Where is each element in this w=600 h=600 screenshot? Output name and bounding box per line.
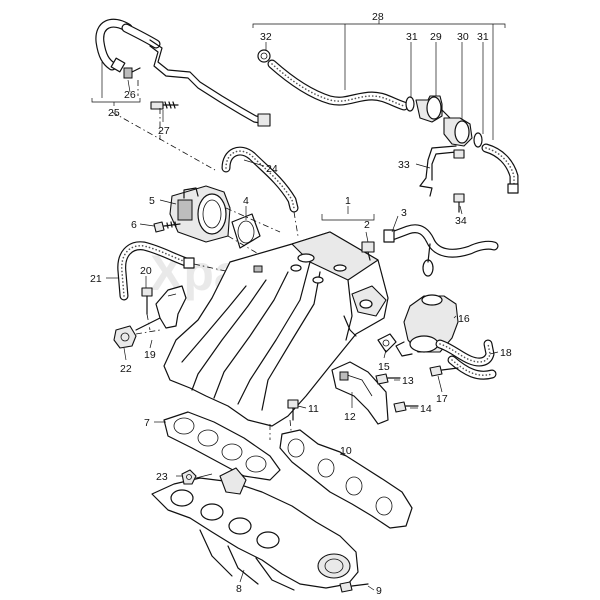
callout-3: 3 — [401, 207, 407, 219]
callout-25: 25 — [108, 107, 120, 119]
callout-29: 29 — [430, 31, 442, 43]
callout-17: 17 — [436, 393, 448, 405]
callout-15: 15 — [378, 361, 390, 373]
hose-24 — [221, 146, 299, 213]
callout-28: 28 — [372, 11, 384, 23]
callout-18: 18 — [500, 347, 512, 359]
bracket-12 — [331, 361, 389, 425]
bracket-19 — [155, 285, 187, 329]
valve-30 — [443, 117, 473, 147]
clamp-31 — [405, 96, 483, 148]
valve-29 — [415, 95, 443, 123]
pipe-18 — [435, 339, 497, 380]
callout-10: 10 — [340, 445, 352, 457]
gasket-15 — [377, 333, 397, 353]
leader-lines — [91, 20, 506, 591]
bolt-27 — [150, 101, 179, 110]
callout-13: 13 — [402, 375, 414, 387]
callout-7: 7 — [144, 417, 150, 429]
egr-valve-16 — [395, 294, 459, 357]
hose-28 — [267, 59, 519, 194]
callout-4: 4 — [243, 195, 249, 207]
throttle-body-5 — [169, 185, 231, 243]
callout-31-right: 31 — [477, 31, 489, 43]
bracket-26 — [123, 39, 271, 127]
bolt-6 — [153, 221, 181, 233]
callout-1: 1 — [345, 195, 351, 207]
bolt-17 — [429, 365, 459, 377]
clip-22 — [113, 325, 137, 349]
callout-11: 11 — [308, 403, 319, 415]
callout-23: 23 — [156, 471, 168, 483]
nut-23 — [181, 469, 197, 485]
callout-26: 26 — [124, 89, 136, 101]
callout-5: 5 — [149, 195, 155, 207]
callout-34: 34 — [455, 215, 467, 227]
callout-30: 30 — [457, 31, 469, 43]
callout-24: 24 — [266, 163, 278, 175]
bolt-11 — [287, 399, 299, 421]
callout-32: 32 — [260, 31, 272, 43]
exhaust-manifold-8 — [151, 467, 359, 591]
hose-21 — [117, 241, 195, 301]
bolt-14 — [393, 401, 419, 413]
callout-19: 19 — [144, 349, 156, 361]
callout-21: 21 — [90, 273, 102, 285]
callout-6: 6 — [131, 219, 137, 231]
clamp-32 — [257, 49, 271, 63]
callout-22: 22 — [120, 363, 132, 375]
callout-20: 20 — [140, 265, 152, 277]
callout-14: 14 — [420, 403, 432, 415]
gasket-7 — [163, 411, 281, 481]
callout-9: 9 — [376, 585, 382, 597]
bolt-20 — [141, 287, 153, 315]
pipe-3 — [383, 224, 499, 277]
callout-12: 12 — [344, 411, 356, 423]
callout-2: 2 — [364, 219, 370, 231]
callout-8: 8 — [236, 583, 242, 595]
callout-33: 33 — [398, 159, 410, 171]
callout-31-left: 31 — [406, 31, 418, 43]
bracket-33 — [419, 145, 465, 197]
intake-manifold-1 — [163, 231, 389, 427]
callout-16: 16 — [458, 313, 470, 325]
gasket-10 — [279, 429, 413, 529]
callout-27: 27 — [158, 125, 170, 137]
gasket-4 — [231, 213, 261, 249]
hose-25 — [95, 18, 161, 73]
bolt-9 — [339, 581, 369, 593]
callout-labels: 28 32 31 29 30 31 26 25 27 24 33 34 5 6 … — [90, 11, 512, 597]
bolt-34 — [453, 193, 465, 213]
bolt-13 — [375, 373, 401, 385]
